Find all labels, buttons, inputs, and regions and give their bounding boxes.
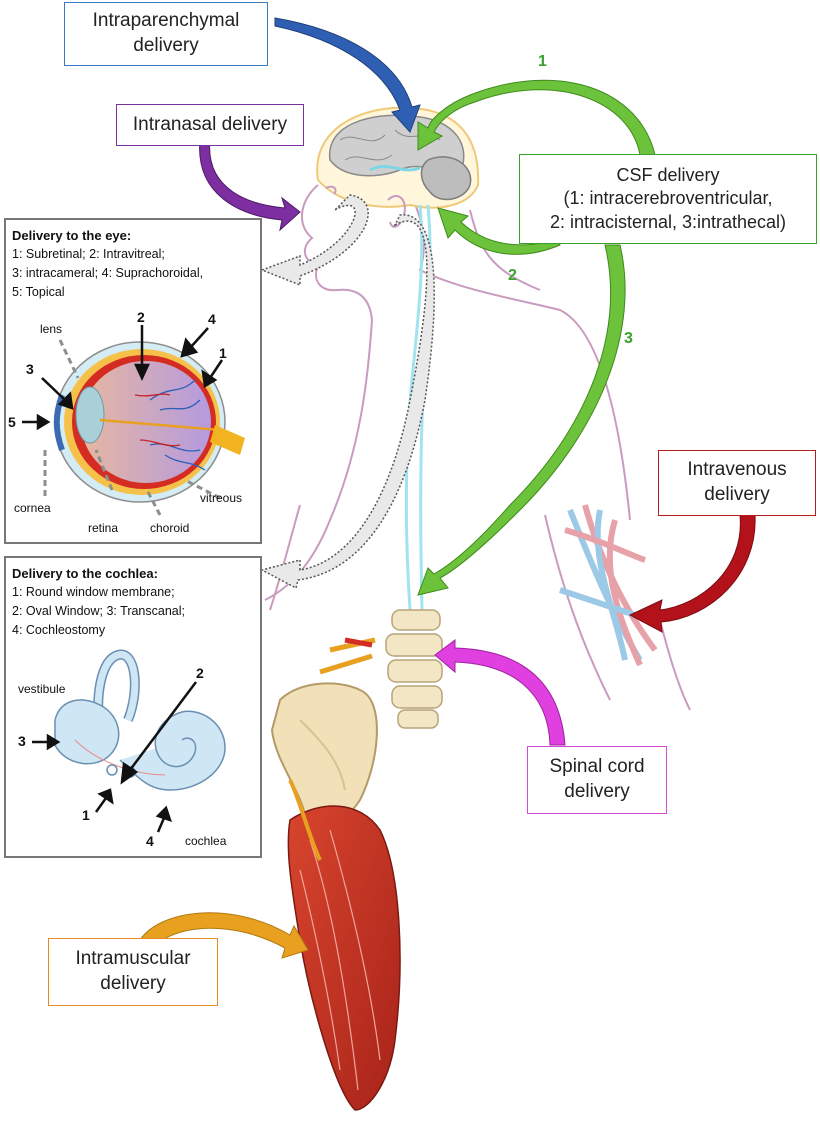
dotted-arrows bbox=[259, 194, 435, 590]
eye-number-5: 5 bbox=[8, 414, 16, 430]
intravenous-label-line: delivery bbox=[704, 484, 770, 505]
csf-route-number-3: 3 bbox=[624, 330, 633, 347]
intravenous-label-line: Intravenous bbox=[687, 459, 787, 481]
vertebrae bbox=[319, 609, 443, 729]
intravenous-arrow bbox=[628, 514, 756, 633]
cochlea-number-3: 3 bbox=[18, 733, 26, 749]
intraparenchymal-label-line: delivery bbox=[133, 35, 199, 56]
csf-label-line: CSF delivery bbox=[616, 164, 720, 185]
eye-label-cornea: cornea bbox=[14, 501, 51, 515]
cochlea-panel-line: 4: Cochleostomy bbox=[12, 623, 106, 638]
eye-panel-title: Delivery to the eye: bbox=[12, 228, 132, 243]
spinal-cord-delivery-box: Spinal cord delivery bbox=[527, 746, 667, 814]
eye-panel-line: 5: Topical bbox=[12, 285, 65, 300]
eye-number-3: 3 bbox=[26, 361, 34, 377]
csf-delivery-box: CSF delivery (1: intracerebroventricular… bbox=[519, 154, 817, 244]
intraparenchymal-delivery-box: Intraparenchymal delivery bbox=[64, 2, 268, 66]
eye-label-choroid: choroid bbox=[150, 521, 189, 535]
cochlea-number-4: 4 bbox=[146, 833, 154, 849]
csf-arrow-2 bbox=[437, 207, 561, 255]
intramuscular-label-line: Intramuscular bbox=[75, 948, 191, 970]
eye-label-vitreous: vitreous bbox=[200, 491, 242, 505]
cochlea-delivery-panel: Delivery to the cochlea: 1: Round window… bbox=[4, 556, 262, 858]
intramuscular-label-line: delivery bbox=[100, 973, 166, 994]
thigh-muscle bbox=[287, 779, 401, 1111]
intramuscular-delivery-box: Intramuscular delivery bbox=[48, 938, 218, 1006]
csf-arrow-1 bbox=[417, 79, 656, 156]
intravenous-delivery-box: Intravenous delivery bbox=[658, 450, 816, 516]
csf-route-number-1: 1 bbox=[538, 53, 547, 70]
brain-illustration bbox=[316, 106, 480, 209]
eye-panel-line: 3: intracameral; 4: Suprachoroidal, bbox=[12, 266, 204, 281]
intranasal-arrow bbox=[199, 139, 301, 232]
spinal-cord-label-line: Spinal cord bbox=[549, 756, 645, 778]
cochlea-pointer-arrows bbox=[32, 681, 197, 833]
cochlea-label-vestibule: vestibule bbox=[18, 682, 66, 696]
cochlea-label-cochlea: cochlea bbox=[185, 834, 227, 848]
eye-number-4: 4 bbox=[208, 311, 216, 327]
eye-label-arrows bbox=[43, 339, 221, 516]
eye-delivery-panel: Delivery to the eye: 1: Subretinal; 2: I… bbox=[4, 218, 262, 544]
eye-panel-line: 1: Subretinal; 2: Intravitreal; bbox=[12, 247, 165, 261]
eye-pointer-arrows bbox=[22, 325, 224, 431]
spinal-cord-label-line: delivery bbox=[564, 781, 630, 802]
eye-number-1: 1 bbox=[219, 345, 227, 361]
intraparenchymal-arrow bbox=[274, 17, 421, 133]
cochlea-number-1: 1 bbox=[82, 807, 90, 823]
spinal-cord-arrow bbox=[434, 639, 566, 746]
eye-label-lens: lens bbox=[40, 322, 62, 336]
pelvis-bone bbox=[270, 682, 378, 826]
cochlea-panel-line: 1: Round window membrane; bbox=[12, 585, 175, 599]
cochlea-panel-line: 2: Oval Window; 3: Transcanal; bbox=[12, 604, 185, 619]
intraparenchymal-label-line: Intraparenchymal bbox=[92, 10, 240, 32]
csf-arrows bbox=[417, 79, 656, 596]
eye-illustration bbox=[53, 341, 245, 503]
intranasal-delivery-box: Intranasal delivery bbox=[116, 104, 304, 146]
eye-label-retina: retina bbox=[88, 521, 118, 535]
csf-label-line: 2: intracisternal, 3:intrathecal) bbox=[549, 211, 787, 232]
cochlea-number-2: 2 bbox=[196, 665, 204, 681]
eye-number-2: 2 bbox=[137, 309, 145, 325]
blood-vessels bbox=[559, 504, 658, 667]
cochlea-panel-title: Delivery to the cochlea: bbox=[12, 566, 158, 581]
csf-label-line: (1: intracerebroventricular, bbox=[563, 188, 773, 209]
intramuscular-arrow bbox=[139, 912, 309, 959]
intranasal-label-line: Intranasal delivery bbox=[132, 113, 288, 135]
csf-route-number-2: 2 bbox=[508, 267, 517, 284]
csf-arrow-3 bbox=[417, 244, 626, 596]
